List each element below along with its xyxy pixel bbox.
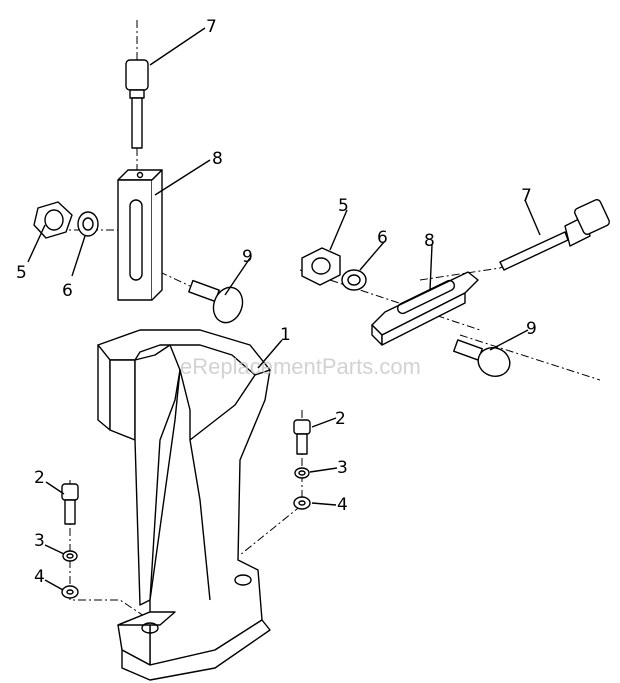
part-3-lock-washer-right <box>294 467 310 479</box>
callout-9: 9 <box>526 319 537 339</box>
part-4-flat-washer-right <box>293 496 311 510</box>
callout-8: 8 <box>424 231 435 251</box>
callout-3: 3 <box>34 531 45 551</box>
part-7-screw-vertical <box>125 59 149 149</box>
part-8-clamp-horizontal <box>371 271 479 346</box>
callout-6: 6 <box>377 228 388 248</box>
part-8-clamp-vertical <box>117 169 163 301</box>
callout-4: 4 <box>34 567 45 587</box>
part-4-flat-washer-left <box>61 585 79 599</box>
part-7-screw-horizontal <box>499 199 610 271</box>
part-1-bracket <box>97 329 271 681</box>
callout-8: 8 <box>212 149 223 169</box>
callout-3: 3 <box>337 458 348 478</box>
callout-5: 5 <box>338 196 349 216</box>
callout-leaders <box>27 27 541 591</box>
callout-6: 6 <box>62 281 73 301</box>
callout-2: 2 <box>34 468 45 488</box>
part-2-cap-screw-right <box>293 419 311 455</box>
callout-1: 1 <box>280 325 291 345</box>
part-5-nut-right <box>301 247 341 286</box>
part-2-cap-screw-left <box>61 483 79 525</box>
part-6-washer-left <box>77 211 99 237</box>
callout-numbers: 7 8 5 6 9 5 6 8 7 9 1 2 3 4 2 3 4 <box>16 17 537 587</box>
assembly-centerlines <box>48 20 601 621</box>
part-9-bolt-right <box>453 339 511 377</box>
callout-7: 7 <box>521 186 532 206</box>
callout-7: 7 <box>206 17 217 37</box>
part-3-lock-washer-left <box>62 550 78 562</box>
callout-9: 9 <box>242 247 253 267</box>
part-6-washer-right <box>341 269 367 291</box>
callout-5: 5 <box>16 263 27 283</box>
part-9-bolt-left <box>188 279 244 324</box>
callout-2: 2 <box>335 409 346 429</box>
callout-4: 4 <box>337 495 348 515</box>
part-5-nut-left <box>33 201 73 239</box>
watermark: eReplacementParts.com <box>180 354 421 379</box>
